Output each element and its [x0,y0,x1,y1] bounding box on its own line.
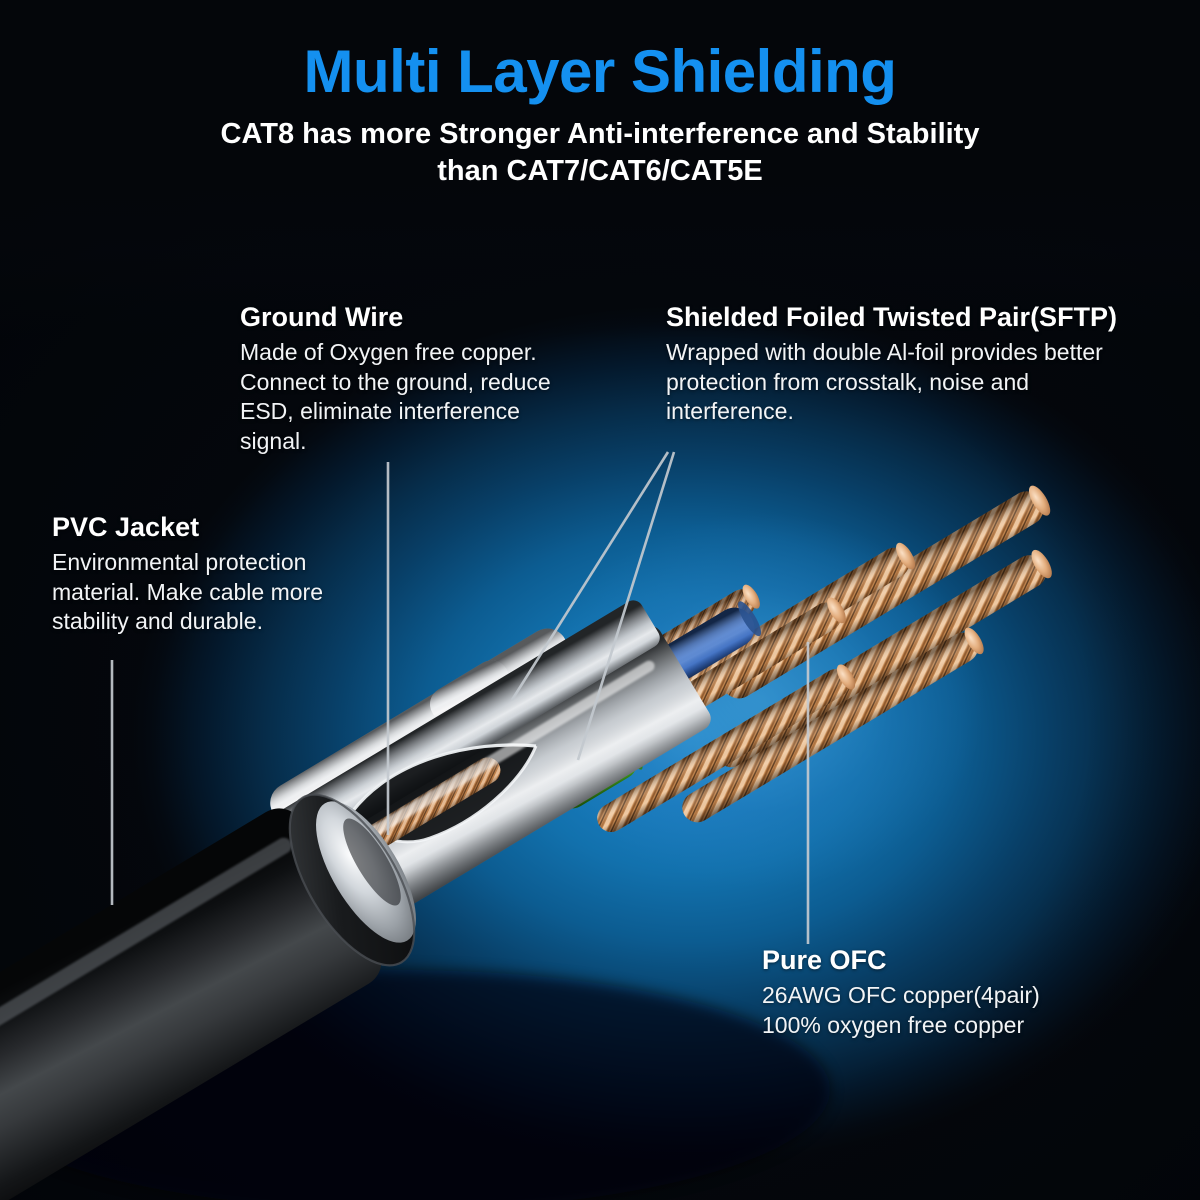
callout-title: Pure OFC [762,945,887,975]
callout-body: 26AWG OFC copper(4pair) 100% oxygen free… [762,981,1132,1041]
leader-line-sftp-a [510,451,670,701]
callout-title: PVC Jacket [52,512,200,542]
callout-body-line: material. Make cable more [52,578,323,605]
callout-body-line: 26AWG OFC copper(4pair) [762,981,1040,1008]
callout-title: Ground Wire [240,302,404,332]
callout-ground-wire: Ground Wire Made of Oxygen free copper. … [240,302,600,458]
subtitle-line-2: than CAT7/CAT6/CAT5E [437,155,763,188]
callout-body-line: protection from crosstalk, noise and [666,368,1030,395]
callout-body: Environmental protection material. Make … [52,548,382,638]
callout-body-line: 100% oxygen free copper [762,1011,1025,1038]
foil-shield [256,600,711,961]
callout-body-line: interference. [666,398,794,425]
callout-title: Shielded Foiled Twisted Pair(SFTP) [666,302,1118,332]
background-top-shade [0,0,1200,340]
leader-line-sftp-b [576,451,676,761]
page-subtitle: CAT8 has more Stronger Anti-interference… [0,116,1200,190]
leader-lines [110,451,810,944]
pvc-jacket [0,793,416,1200]
callout-body-line: Environmental protection [52,548,307,575]
callout-body: Made of Oxygen free copper. Connect to t… [240,338,600,458]
callout-body-line: signal. [240,428,307,455]
callout-body-line: Made of Oxygen free copper. [240,338,537,365]
callout-body-line: Wrapped with double Al-foil provides bet… [666,338,1103,365]
callout-pure-ofc: Pure OFC 26AWG OFC copper(4pair) 100% ox… [762,945,1132,1041]
callout-pvc-jacket: PVC Jacket Environmental protection mate… [52,512,382,638]
callout-body: Wrapped with double Al-foil provides bet… [666,338,1186,428]
page-title: Multi Layer Shielding [303,38,897,105]
callout-sftp: Shielded Foiled Twisted Pair(SFTP) Wrapp… [666,302,1186,428]
header: Multi Layer Shielding CAT8 has more Stro… [0,0,1200,190]
callout-body-line: ESD, eliminate interference [240,398,520,425]
callout-body-line: Connect to the ground, reduce [240,368,551,395]
callout-body-line: stability and durable. [52,608,263,635]
subtitle-line-1: CAT8 has more Stronger Anti-interference… [220,118,980,150]
